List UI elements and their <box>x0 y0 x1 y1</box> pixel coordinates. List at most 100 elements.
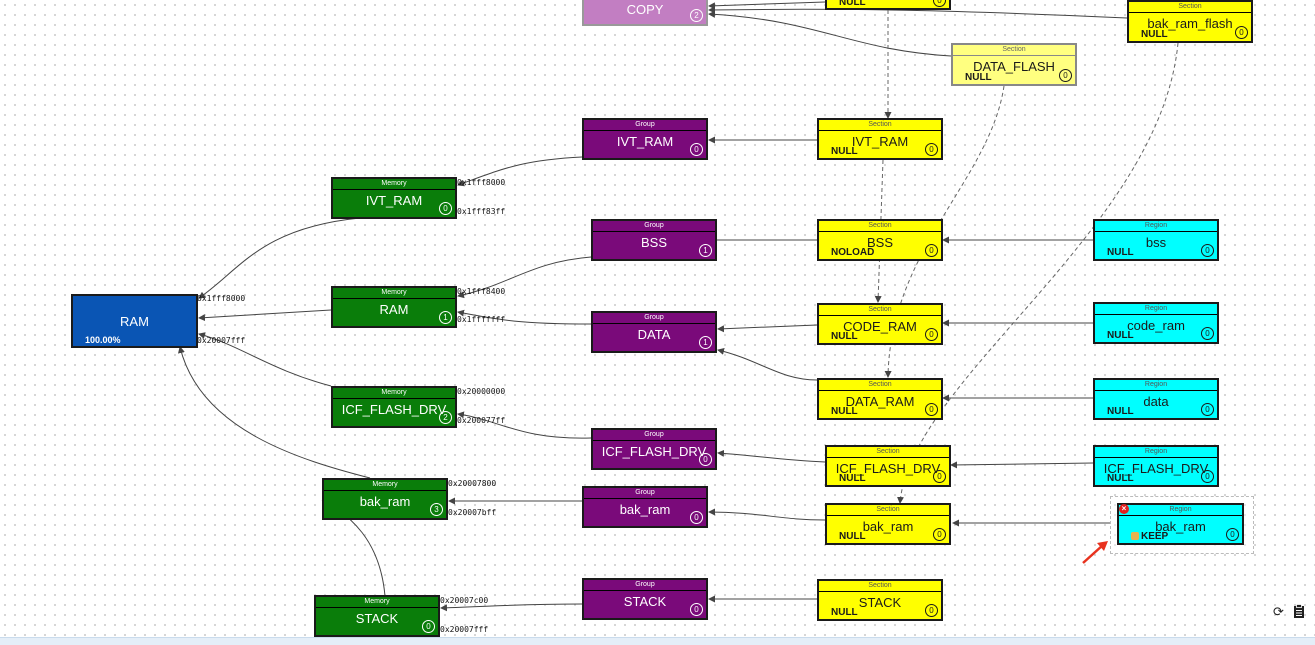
count-badge: 1 <box>699 244 712 257</box>
node-type-label: Memory <box>324 480 446 491</box>
node-type-label: Section <box>819 305 941 316</box>
count-badge: 0 <box>690 603 703 616</box>
close-icon[interactable]: × <box>1119 504 1129 514</box>
ram-addr-end: 0x20007fff <box>197 336 246 345</box>
section-name: ICF_FLASH_DRV <box>835 461 941 476</box>
section-flag: NULL <box>831 146 858 157</box>
section-name: STACK <box>858 595 902 610</box>
group-name: STACK <box>623 594 667 609</box>
count-badge: 2 <box>690 9 703 22</box>
section-node-bss[interactable]: Section BSS NOLOAD 0 <box>817 219 943 261</box>
node-type-label: Section <box>1129 2 1251 13</box>
memory-node-bak-ram[interactable]: Memory bak_ram 3 <box>322 478 448 520</box>
count-badge: 0 <box>1201 327 1214 340</box>
group-name: ICF_FLASH_DRV <box>601 444 707 459</box>
region-name: ICF_FLASH_DRV <box>1103 461 1209 476</box>
node-type-label: Region <box>1119 505 1242 516</box>
node-type-label: Memory <box>333 179 455 190</box>
section-flag: NULL <box>965 72 992 83</box>
count-badge: 0 <box>933 0 946 7</box>
count-badge: 0 <box>933 528 946 541</box>
memory-node-ivt-ram[interactable]: Memory IVT_RAM 0 <box>331 177 457 219</box>
section-flag: NULL <box>839 531 866 542</box>
group-node-data[interactable]: Group DATA 1 <box>591 311 717 353</box>
count-badge: 0 <box>1201 244 1214 257</box>
region-node-bss[interactable]: Region bss NULL 0 <box>1093 219 1219 261</box>
section-node-top[interactable]: NULL 0 <box>825 0 951 10</box>
group-name: BSS <box>640 235 667 250</box>
node-type-label: Group <box>584 120 706 131</box>
group-name: COPY <box>626 2 664 17</box>
ram-usage-percent: 100.00% <box>85 335 121 345</box>
clipboard-icon[interactable] <box>1293 604 1305 621</box>
node-type-label: Section <box>819 380 941 391</box>
section-node-icf-flash-drv[interactable]: Section ICF_FLASH_DRV NULL 0 <box>825 445 951 487</box>
count-badge: 0 <box>1235 26 1248 39</box>
group-node-ivt-ram[interactable]: Group IVT_RAM 0 <box>582 118 708 160</box>
memory-addr-start: 0x1fff8400 <box>457 287 506 296</box>
region-flag: NULL <box>1107 406 1134 417</box>
region-node-code-ram[interactable]: Region code_ram NULL 0 <box>1093 302 1219 344</box>
pointer-arrow <box>1082 541 1108 564</box>
memory-addr-end: 0x20007fff <box>440 625 489 634</box>
section-flag: NOLOAD <box>831 247 875 258</box>
memory-name: RAM <box>379 302 409 317</box>
memory-addr-start: 0x1fff8000 <box>457 178 506 187</box>
node-type-label: Region <box>1095 304 1217 315</box>
node-type-label: Memory <box>333 388 455 399</box>
section-flag: NULL <box>831 406 858 417</box>
count-badge: 0 <box>925 143 938 156</box>
group-node-icf-flash-drv[interactable]: Group ICF_FLASH_DRV 0 <box>591 428 717 470</box>
section-name: CODE_RAM <box>843 319 917 334</box>
region-node-icf-flash-drv[interactable]: Region ICF_FLASH_DRV NULL 0 <box>1093 445 1219 487</box>
memory-name: bak_ram <box>359 494 411 509</box>
count-badge: 1 <box>699 336 712 349</box>
memory-addr-end: 0x1fff83ff <box>457 207 506 216</box>
node-type-label: Memory <box>333 288 455 299</box>
section-name: DATA_RAM <box>845 394 915 409</box>
group-node-bak-ram[interactable]: Group bak_ram 0 <box>582 486 708 528</box>
section-flag: NULL <box>831 331 858 342</box>
section-node-bak-ram-flash[interactable]: Section bak_ram_flash NULL 0 <box>1127 0 1253 43</box>
region-node-bak-ram[interactable]: Region bak_ram KEEP 0 <box>1117 503 1244 545</box>
section-node-code-ram[interactable]: Section CODE_RAM NULL 0 <box>817 303 943 345</box>
group-node-stack[interactable]: Group STACK 0 <box>582 578 708 620</box>
count-badge: 3 <box>430 503 443 516</box>
node-type-label: Section <box>819 120 941 131</box>
count-badge: 0 <box>925 244 938 257</box>
memory-node-ram[interactable]: Memory RAM 1 <box>331 286 457 328</box>
count-badge: 1 <box>439 311 452 324</box>
count-badge: 0 <box>925 403 938 416</box>
count-badge: 0 <box>1201 403 1214 416</box>
count-badge: 0 <box>1059 69 1072 82</box>
group-node-copy[interactable]: COPY 2 <box>582 0 708 26</box>
ram-root-node[interactable]: RAM 100.00% <box>71 294 198 348</box>
section-node-bak-ram[interactable]: Section bak_ram NULL 0 <box>825 503 951 545</box>
count-badge: 0 <box>925 604 938 617</box>
memory-addr-start: 0x20000000 <box>457 387 506 396</box>
keep-label: KEEP <box>1141 531 1169 542</box>
region-node-data[interactable]: Region data NULL 0 <box>1093 378 1219 420</box>
region-flag: NULL <box>1107 473 1134 484</box>
section-flag: NULL <box>1141 29 1168 40</box>
memory-node-icf-flash-drv[interactable]: Memory ICF_FLASH_DRV 2 <box>331 386 457 428</box>
count-badge: 0 <box>1201 470 1214 483</box>
section-node-data-flash[interactable]: Section DATA_FLASH NULL 0 <box>951 43 1077 86</box>
node-type-label: Section <box>953 45 1075 56</box>
memory-node-stack[interactable]: Memory STACK 0 <box>314 595 440 637</box>
group-name: bak_ram <box>619 502 671 517</box>
memory-name: STACK <box>355 611 399 626</box>
node-type-label: Group <box>593 313 715 324</box>
section-name: DATA_FLASH <box>973 59 1055 74</box>
section-node-stack[interactable]: Section STACK NULL 0 <box>817 579 943 621</box>
count-badge: 0 <box>1226 528 1239 541</box>
section-node-ivt-ram[interactable]: Section IVT_RAM NULL 0 <box>817 118 943 160</box>
keep-icon <box>1131 532 1139 540</box>
group-node-bss[interactable]: Group BSS 1 <box>591 219 717 261</box>
region-name: code_ram <box>1127 318 1185 333</box>
memory-addr-end: 0x1fffffff <box>457 315 506 324</box>
section-node-data-ram[interactable]: Section DATA_RAM NULL 0 <box>817 378 943 420</box>
refresh-icon[interactable]: ⟳ <box>1273 604 1284 619</box>
memory-addr-end: 0x20007bff <box>448 508 497 517</box>
